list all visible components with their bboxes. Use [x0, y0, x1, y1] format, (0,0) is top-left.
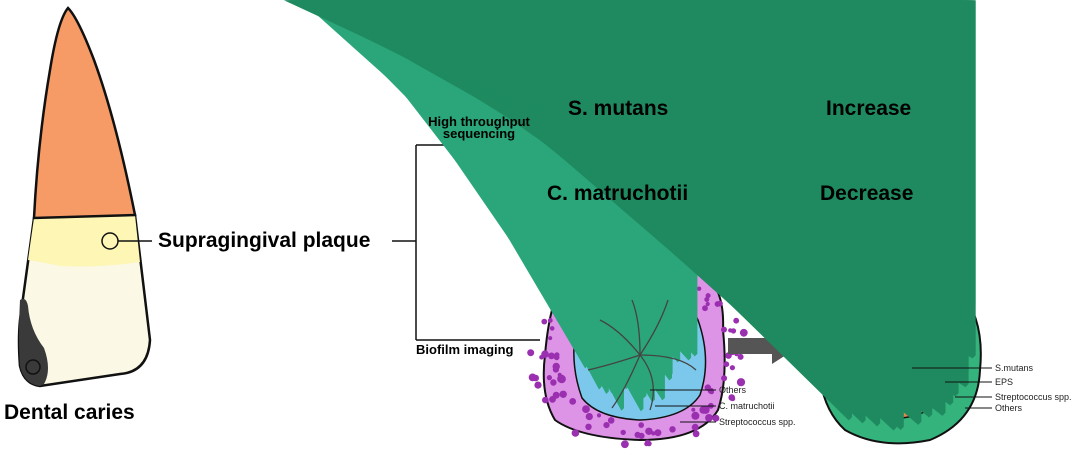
tooth-enamel: [32, 6, 137, 220]
right-label-others: Others: [995, 403, 1023, 413]
cell-dot: [541, 350, 549, 359]
cell-dot: [730, 396, 736, 402]
right-label-streptococcus: Streptococcus spp.: [995, 392, 1072, 402]
cell-dot: [585, 423, 592, 430]
right-label-eps: EPS: [995, 377, 1014, 387]
cell-dot: [553, 354, 560, 361]
left-label-c-matruchotii: C. matruchotii: [719, 401, 775, 411]
cell-dot: [541, 318, 548, 325]
cell-dot: [552, 391, 560, 399]
s-mutans-label: S. mutans: [568, 97, 669, 120]
cell-dot: [651, 431, 656, 436]
cell-dot: [550, 379, 557, 386]
cell-dot: [691, 423, 699, 431]
left-label-streptococcus: Streptococcus spp.: [719, 417, 796, 427]
sequencing-line2: sequencing: [442, 126, 516, 141]
cell-dot: [709, 389, 714, 395]
imaging-label: Biofilm imaging: [416, 342, 514, 357]
cell-dot: [546, 375, 553, 381]
biofilm-right: [283, 0, 992, 445]
cell-dot: [704, 297, 710, 302]
cell-dot: [691, 407, 696, 412]
cell-dot: [723, 361, 730, 368]
cell-dot: [691, 411, 700, 420]
sequencing-line1: High throughput: [428, 114, 530, 129]
cell-dot: [596, 413, 602, 418]
cell-dot: [548, 352, 555, 360]
cell-triangle: [351, 0, 973, 352]
cell-dot: [669, 426, 676, 433]
cell-dot: [654, 429, 662, 437]
caries-marker: [25, 359, 41, 375]
cell-dot: [646, 440, 652, 447]
cell-dot: [736, 378, 746, 387]
cell-dot: [699, 406, 707, 414]
cell-dot: [549, 326, 555, 331]
sequencing-label: High throughput sequencing: [420, 114, 538, 141]
cell-dot: [542, 396, 549, 404]
left-label-others: Others: [719, 385, 747, 395]
decrease-label: Decrease: [820, 182, 914, 205]
cell-dot: [559, 390, 567, 398]
cell-dot: [528, 373, 537, 382]
cell-dot: [729, 365, 736, 371]
cell-dot: [620, 429, 626, 436]
cell-dot: [621, 440, 629, 449]
cell-dot: [737, 353, 744, 360]
cell-dot: [569, 398, 577, 405]
cell-dot: [721, 326, 727, 333]
cell-dot: [571, 429, 580, 437]
cell-dot: [730, 328, 737, 334]
cell-dot: [645, 427, 653, 435]
cell-dot: [702, 305, 708, 312]
cell-dot: [603, 422, 610, 429]
cell-dot: [712, 414, 720, 422]
cell-dot: [607, 417, 615, 424]
cell-dot: [634, 431, 641, 438]
cell-dot: [733, 317, 740, 324]
cell-dot: [739, 328, 748, 337]
plaque-band: [28, 215, 140, 267]
cell-dot: [638, 422, 644, 428]
c-matruchotii-label: C. matruchotii: [547, 182, 689, 205]
cell-dot: [534, 381, 542, 389]
cell-dot: [552, 366, 560, 373]
cell-dot: [548, 336, 553, 341]
cell-dot: [585, 413, 593, 421]
tooth: [17, 6, 152, 388]
plaque-label: Supragingival plaque: [158, 229, 371, 252]
right-label-s-mutans: S.mutans: [995, 363, 1034, 373]
caries-label: Dental caries: [4, 401, 135, 424]
cell-dot: [705, 293, 711, 299]
cell-dot: [547, 318, 553, 323]
cell-dot: [692, 430, 700, 438]
cell-dot: [527, 349, 535, 357]
cell-dot: [705, 414, 713, 422]
increase-label: Increase: [826, 97, 912, 120]
cell-dot: [696, 286, 702, 291]
cell-dot: [717, 300, 723, 307]
cell-dot: [705, 301, 710, 307]
cell-dot: [721, 375, 728, 382]
cell-dot: [557, 375, 566, 384]
cell-dot: [582, 405, 590, 413]
